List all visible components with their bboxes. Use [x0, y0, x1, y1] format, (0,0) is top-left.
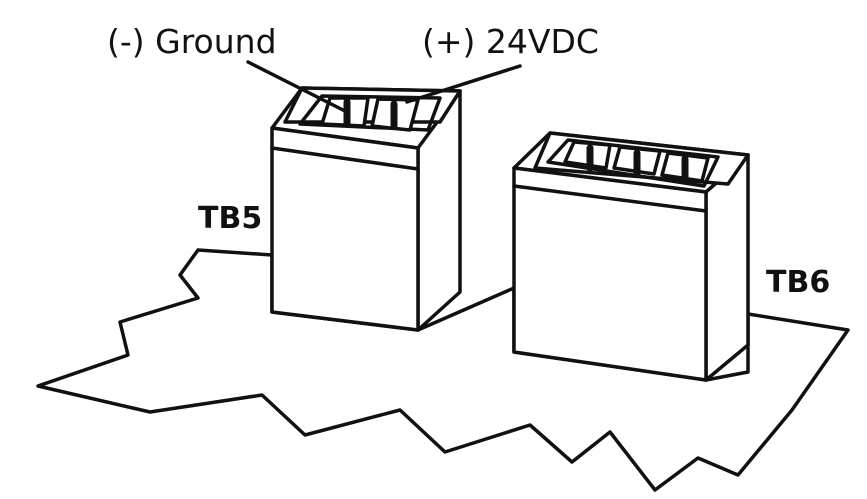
terminal-block-tb6	[512, 131, 750, 382]
vdc-leader-line	[405, 64, 522, 104]
ground-leader-line	[246, 60, 349, 114]
tb5-label: TB5	[198, 201, 262, 236]
tb6-label: TB6	[766, 265, 830, 300]
vdc-label: (+) 24VDC	[422, 22, 599, 61]
ground-label: (-) Ground	[107, 22, 277, 61]
terminal-block-tb5	[270, 86, 462, 332]
